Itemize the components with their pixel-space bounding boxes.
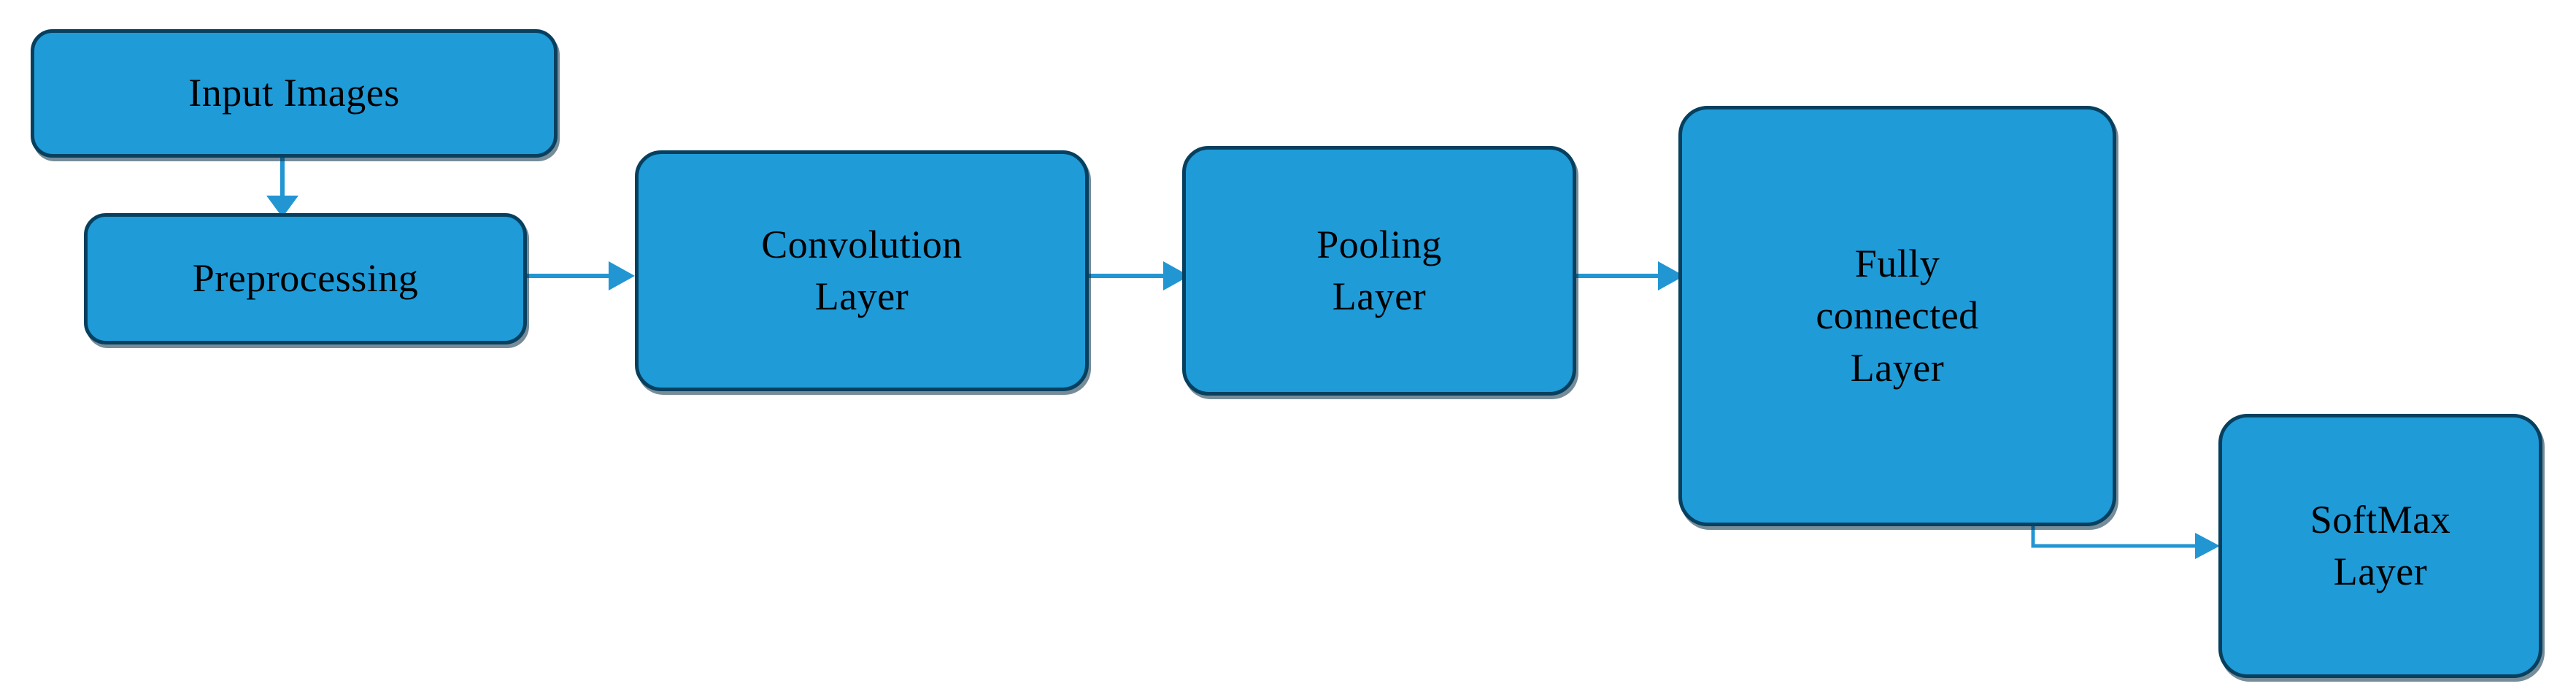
node-fully-connected-layer[interactable]: Fully connected Layer	[1678, 106, 2116, 526]
node-input-images[interactable]: Input Images	[31, 29, 558, 158]
node-convolution-layer-label: Convolution Layer	[761, 222, 963, 318]
node-fully-connected-layer-label: Fully connected Layer	[1816, 242, 1979, 390]
edge-input-images-to-preprocessing	[259, 153, 325, 220]
node-preprocessing-label: Preprocessing	[192, 256, 419, 301]
node-convolution-layer[interactable]: Convolution Layer	[635, 150, 1089, 391]
node-softmax-layer-label: SoftMax Layer	[2310, 497, 2451, 593]
node-softmax-layer[interactable]: SoftMax Layer	[2218, 414, 2542, 678]
node-preprocessing[interactable]: Preprocessing	[84, 213, 527, 344]
node-pooling-layer-label: Pooling Layer	[1316, 222, 1442, 318]
node-pooling-layer[interactable]: Pooling Layer	[1182, 146, 1576, 396]
edge-preprocessing-to-convolution	[527, 254, 644, 298]
node-input-images-label: Input Images	[188, 71, 400, 115]
edge-pooling-to-fully-connected	[1576, 254, 1693, 298]
